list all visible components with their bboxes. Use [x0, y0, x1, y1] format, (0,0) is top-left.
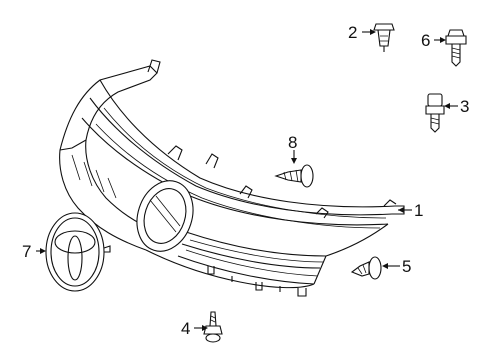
leader-lines	[36, 29, 458, 331]
clip-icon	[203, 311, 223, 343]
bolt-icon	[445, 29, 467, 67]
screw-icon	[274, 164, 314, 188]
bolt-icon	[425, 93, 445, 133]
callout-3: 3	[460, 97, 469, 116]
grille-assembly	[59, 59, 405, 297]
callout-2: 2	[348, 23, 357, 42]
clip-icon	[373, 23, 395, 52]
toyota-emblem-icon	[45, 212, 111, 292]
callout-8: 8	[288, 133, 297, 152]
callout-1: 1	[414, 201, 423, 220]
screw-icon	[350, 256, 382, 280]
callout-4: 4	[181, 319, 190, 338]
callout-7: 7	[22, 242, 31, 261]
callout-6: 6	[421, 31, 430, 50]
callout-5: 5	[402, 257, 411, 276]
